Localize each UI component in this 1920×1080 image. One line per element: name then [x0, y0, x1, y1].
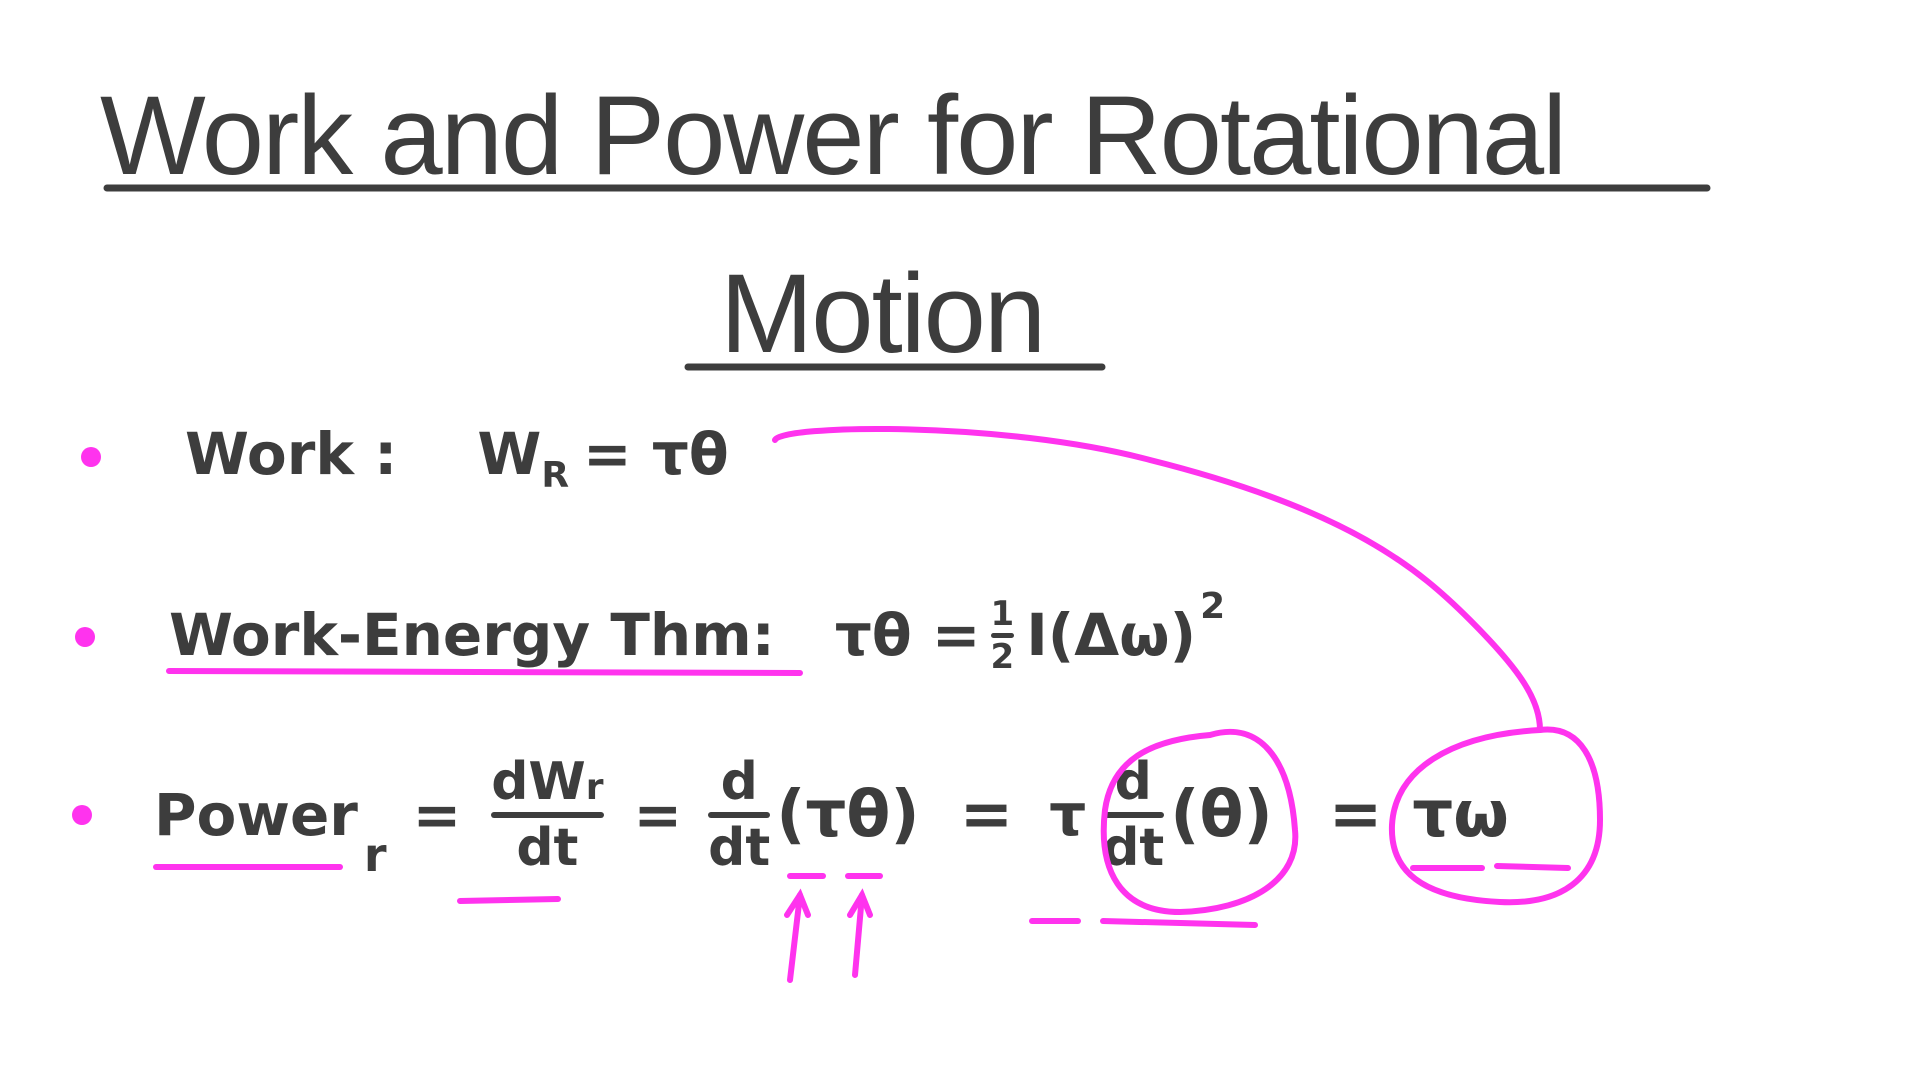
work-label: Work : — [185, 420, 398, 488]
work-energy-lhs: τθ = — [834, 601, 981, 669]
tau: τ — [1049, 781, 1087, 849]
one-half-fraction: 1 2 — [990, 593, 1015, 677]
theta-paren: (θ) — [1170, 778, 1273, 852]
half-numerator: 1 — [990, 593, 1015, 634]
dw: dW — [491, 752, 586, 812]
frac1-numerator: dWr — [491, 756, 603, 808]
d-dt-fraction-1: d dt — [708, 752, 771, 878]
equals-4: = — [1328, 778, 1383, 852]
bullet-dot-2 — [75, 627, 95, 647]
work-subscript: R — [541, 455, 570, 496]
arrow-up-2-shaft — [852, 892, 865, 978]
frac2-numerator: d — [720, 752, 758, 812]
power-subscript: r — [363, 828, 387, 882]
inertia-omega: I(Δω) — [1026, 601, 1197, 669]
work-symbol: W — [477, 420, 542, 488]
half-denominator: 2 — [990, 636, 1015, 677]
exponent: 2 — [1200, 586, 1226, 627]
equals-1: = — [412, 781, 462, 849]
fraction-bar — [491, 812, 604, 818]
fraction-bar — [708, 812, 771, 818]
frac3-denominator: dt — [1102, 818, 1165, 878]
underline-dt-1 — [457, 896, 561, 904]
bullet-dot-3 — [72, 805, 92, 825]
power-line: Power r = dWr dt = d dt (τθ) = τ d dt (θ… — [154, 752, 1509, 882]
dw-subscript: r — [585, 767, 604, 808]
power-label: Power — [154, 781, 358, 849]
bullet-dot-1 — [81, 447, 101, 467]
work-rest: = τθ — [583, 420, 729, 488]
frac2-denominator: dt — [708, 818, 771, 878]
tau-omega-result: τω — [1412, 778, 1509, 852]
dw-dt-fraction: dWr dt — [491, 756, 604, 878]
frac3-numerator: d — [1114, 752, 1152, 812]
title-line-1: Work and Power for Rotational — [100, 73, 1567, 198]
equals-2: = — [633, 781, 683, 849]
d-dt-fraction-2: d dt — [1102, 752, 1165, 878]
work-line: Work : W R = τθ — [185, 420, 729, 494]
work-energy-line: Work-Energy Thm: τθ = 1 2 I(Δω) 2 — [169, 589, 1225, 677]
equals-3: = — [959, 778, 1014, 852]
arrow-up-1-head — [784, 888, 811, 918]
work-energy-label: Work-Energy Thm: — [169, 601, 775, 669]
connector-curve — [772, 426, 1543, 733]
title-line-2: Motion — [720, 251, 1046, 376]
tau-theta-paren: (τθ) — [776, 778, 920, 852]
arrow-up-2-head — [847, 888, 873, 918]
arrow-up-1-shaft — [787, 892, 803, 983]
frac1-denominator: dt — [516, 818, 579, 878]
underline-d-dt-2 — [1100, 918, 1258, 928]
